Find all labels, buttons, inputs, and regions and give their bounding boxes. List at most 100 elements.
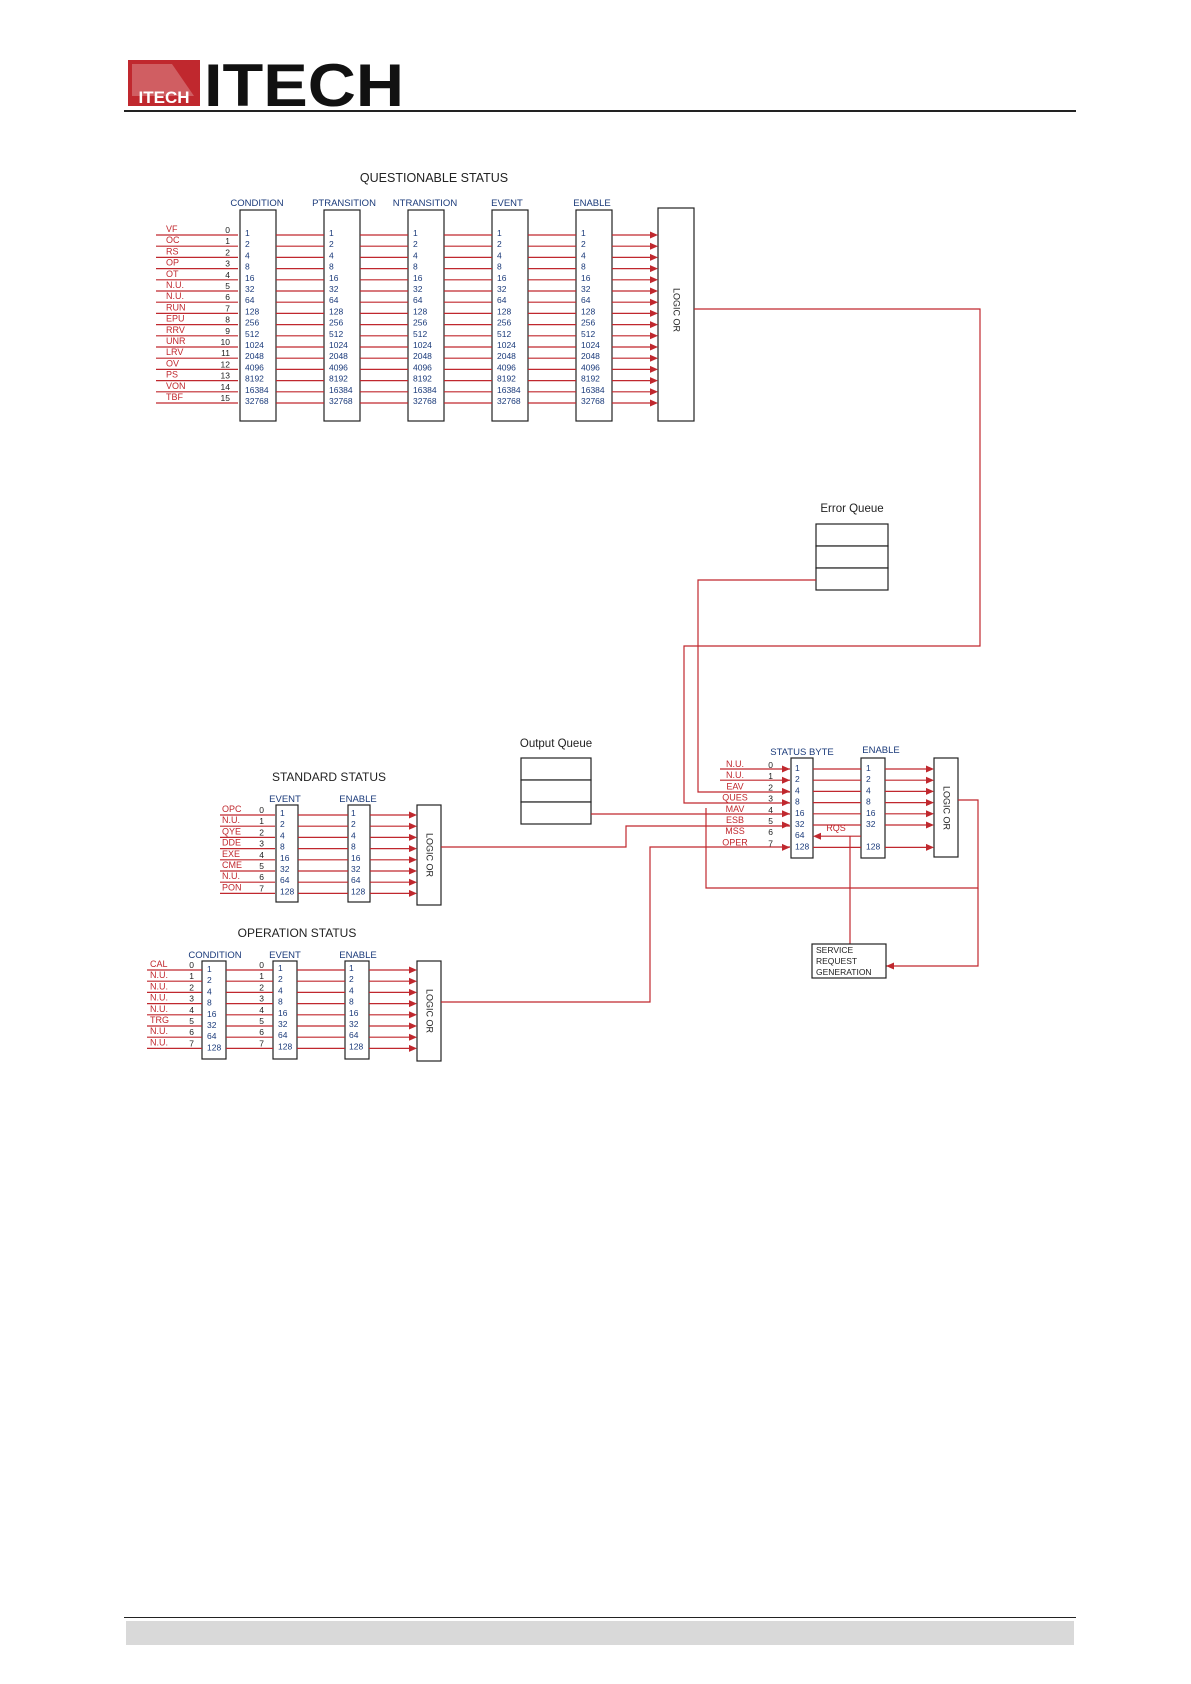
questionable-bit-number: 8 [225,315,230,325]
status-byte-bit-number: 3 [768,794,773,804]
questionable-bit-value: 8192 [581,374,600,384]
status-byte-value: 32 [795,819,805,829]
questionable-column-header: CONDITION [230,198,283,209]
operation-condition-value: 64 [207,1031,217,1041]
standard-bit-number: 2 [259,827,264,837]
questionable-bit-value: 8 [497,262,502,272]
questionable-bit-value: 32 [245,284,255,294]
questionable-title: QUESTIONABLE STATUS [360,171,508,185]
status-byte-input-head [782,810,790,818]
error-queue-slot-3 [815,567,889,591]
operation-event-value: 8 [278,997,283,1007]
status-byte-bit-label: EAV [726,781,743,791]
questionable-bit-value: 512 [413,329,427,339]
questionable-bit-number: 13 [221,371,231,381]
standard-bit-number: 4 [259,850,264,860]
questionable-column-header: NTRANSITION [393,198,458,209]
status-byte-enable-arrow-head [926,787,934,795]
standard-enable-value: 4 [351,830,356,840]
standard-enable-arrow-head [409,856,417,864]
questionable-bit-value: 8 [329,262,334,272]
questionable-bit-value: 1024 [329,340,348,350]
standard-title: STANDARD STATUS [272,770,386,784]
operation-enable-arrow-head [409,1000,417,1008]
questionable-bit-label: TBF [166,392,184,402]
questionable-bit-label: OV [166,358,179,368]
questionable-bit-value: 2048 [413,351,432,361]
questionable-enable-arrow-head [650,365,658,373]
questionable-bit-value: 8192 [245,374,264,384]
questionable-bit-value: 32 [581,284,591,294]
standard-column-header: ENABLE [339,794,377,805]
output-queue-slot-2 [520,779,592,803]
status-byte-enable-register [860,757,886,859]
questionable-column-header: PTRANSITION [312,198,376,209]
operation-bit-number: 0 [189,960,194,970]
questionable-bit-value: 16384 [497,385,521,395]
operation-event-value: 128 [278,1041,292,1051]
questionable-enable-arrow-head [650,287,658,295]
standard-logic-or-label: LOGIC OR [425,833,435,878]
questionable-register-3 [491,209,529,422]
standard-enable-value: 128 [351,886,365,896]
standard-bit-label: DDE [222,838,241,848]
status-byte-enable-arrow-head [926,843,934,851]
status-byte-value: 128 [795,841,809,851]
status-byte-bit-number: 4 [768,805,773,815]
questionable-bit-number: 3 [225,259,230,269]
operation-column-header: ENABLE [339,950,377,961]
standard-bit-label: N.U. [222,815,240,825]
standard-bit-label: OPC [222,804,242,814]
questionable-bit-value: 2048 [329,351,348,361]
standard-event-value: 2 [280,819,285,829]
status-byte-enable-value: 16 [866,808,876,818]
questionable-bit-number: 14 [221,382,231,392]
standard-enable-arrow-head [409,889,417,897]
status-byte-bit-label: N.U. [726,770,744,780]
questionable-bit-label: N.U. [166,280,184,290]
operation-event-value: 2 [278,974,283,984]
operation-enable-value: 2 [349,974,354,984]
questionable-enable-arrow-head [650,354,658,362]
questionable-bit-value: 2 [245,239,250,249]
brand-wordmark: ITECH [204,56,404,112]
questionable-bit-value: 8192 [497,374,516,384]
standard-bit-number: 7 [259,883,264,893]
operation-event-bit-number: 2 [259,982,264,992]
standard-event-value: 16 [280,853,290,863]
questionable-bit-value: 2 [497,239,502,249]
questionable-bit-value: 32 [497,284,507,294]
questionable-bit-label: OC [166,235,180,245]
output-queue-slot-1 [520,757,592,781]
status-byte-enable-value: 128 [866,841,880,851]
operation-bit-number: 3 [189,994,194,1004]
questionable-logic-or-label: LOGIC OR [672,288,682,333]
questionable-bit-value: 128 [413,306,427,316]
standard-bit-number: 5 [259,861,264,871]
standard-event-value: 4 [280,830,285,840]
standard-enable-value: 2 [351,819,356,829]
questionable-enable-arrow-head [650,321,658,329]
footer-band [126,1621,1074,1645]
standard-register-1 [347,804,371,903]
questionable-bit-value: 64 [245,295,255,305]
status-byte-input-head [782,821,790,829]
questionable-bit-value: 2 [413,239,418,249]
operation-enable-arrow-head [409,1044,417,1052]
operation-enable-arrow-head [409,977,417,985]
operation-bit-label: N.U. [150,1004,168,1014]
operation-enable-arrow-head [409,1033,417,1041]
questionable-bit-label: OP [166,258,179,268]
operation-condition-value: 8 [207,998,212,1008]
questionable-bit-value: 1024 [581,340,600,350]
status-byte-value: 64 [795,830,805,840]
standard-bit-label: PON [222,882,242,892]
operation-register-1 [272,960,298,1060]
questionable-bit-value: 4096 [413,362,432,372]
operation-event-value: 1 [278,963,283,973]
service-request-generation-label: SERVICE [816,945,853,955]
questionable-bit-value: 4096 [581,362,600,372]
status-byte-logic-or [933,757,959,858]
questionable-enable-arrow-head [650,388,658,396]
questionable-bit-value: 64 [497,295,507,305]
